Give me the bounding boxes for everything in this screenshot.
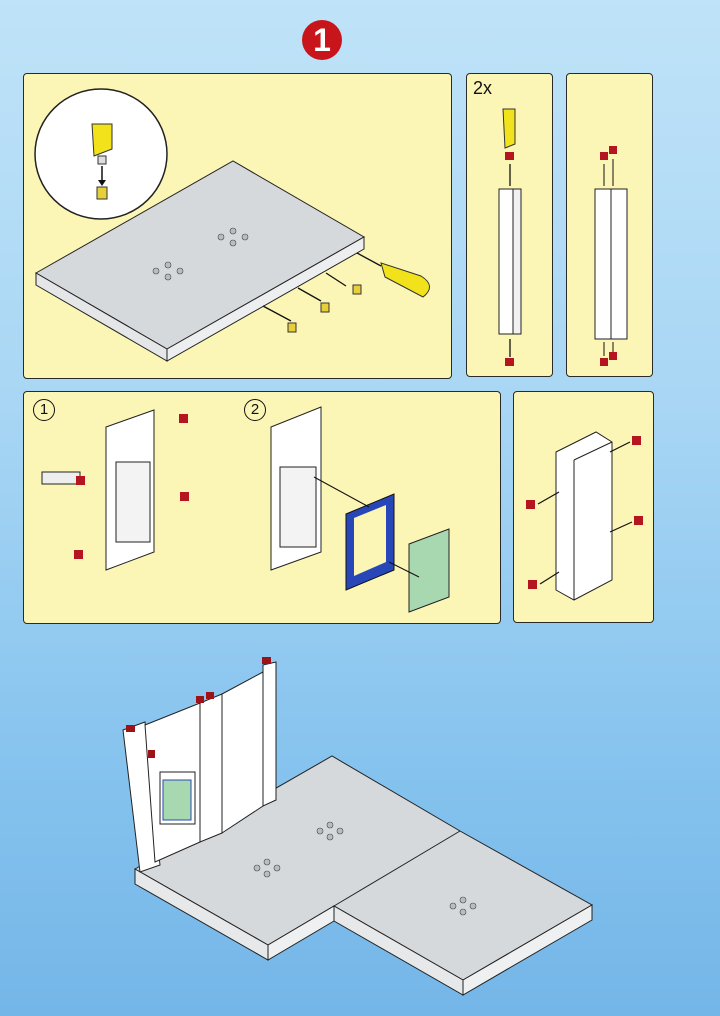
side-wall-illustration bbox=[526, 431, 643, 601]
baseplate-illustration bbox=[34, 88, 430, 362]
panel-window-wall: 1 2 bbox=[23, 391, 501, 624]
connector-icon bbox=[505, 358, 514, 366]
connector-icon bbox=[126, 657, 271, 758]
panel-side-wall bbox=[513, 391, 654, 623]
window-wall-illustration bbox=[41, 406, 450, 613]
step-number-badge: 1 bbox=[302, 20, 342, 60]
detail-circle bbox=[34, 88, 168, 220]
tool-icon bbox=[502, 108, 516, 149]
substep-1-label: 1 bbox=[33, 399, 55, 421]
double-column-illustration bbox=[594, 146, 628, 366]
connector-icon bbox=[505, 152, 514, 160]
panel-column-single: 2x bbox=[466, 73, 553, 377]
panel-column-double bbox=[566, 73, 653, 377]
walls bbox=[122, 657, 277, 873]
tool-icon bbox=[91, 123, 113, 200]
substep-2-label: 2 bbox=[244, 399, 266, 421]
panel-baseplate bbox=[23, 73, 452, 379]
baseplate bbox=[34, 160, 430, 362]
tool-icon bbox=[380, 262, 430, 298]
quantity-label: 2x bbox=[473, 78, 493, 98]
column-illustration bbox=[498, 108, 522, 366]
